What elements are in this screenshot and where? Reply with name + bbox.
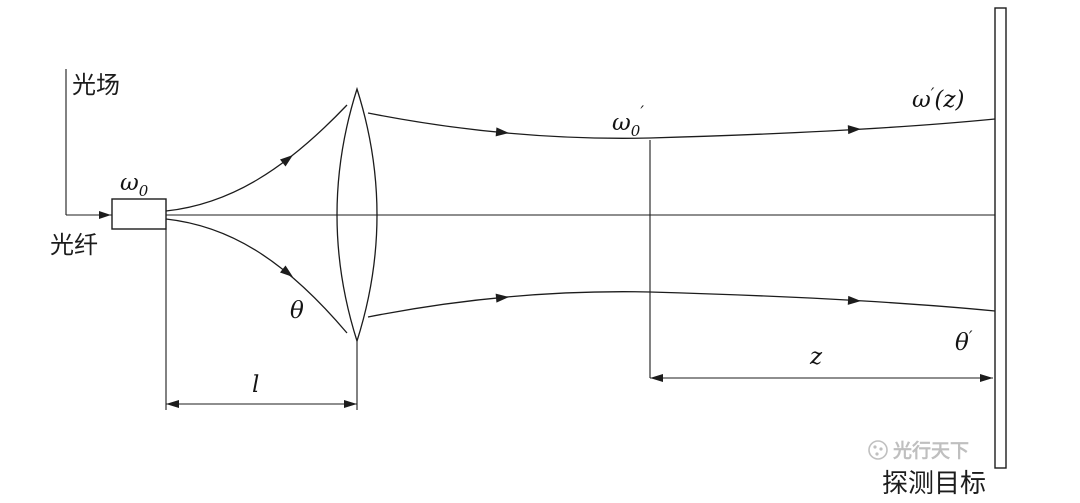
target-label: 探测目标 [882, 469, 986, 499]
fiber-waist-label: ω0 [120, 170, 149, 200]
target-divergence-label: θ′ [955, 327, 973, 356]
ray-arrowhead [495, 293, 509, 303]
collimated-waist-label: ω0′ [612, 102, 644, 140]
z-arrowhead-left [650, 374, 663, 382]
watermark-logo-icon [868, 440, 888, 460]
watermark-text: 光行天下 [892, 439, 969, 462]
l-label: l [252, 372, 259, 398]
l-arrowhead-left [166, 400, 179, 408]
ray-arrowhead [279, 155, 293, 167]
ray-lower-before-lens [165, 218, 348, 334]
ray-upper-after-lens [367, 112, 996, 139]
fiber-label: 光纤 [50, 231, 98, 259]
beam-radius-label: ω′(z) [912, 84, 964, 113]
ray-upper-before-lens [165, 104, 348, 212]
z-arrowhead-right [980, 374, 993, 382]
target-plane [994, 7, 1007, 469]
divergence-label: θ [290, 298, 304, 324]
fiber-box [111, 198, 167, 230]
ray-arrowhead [495, 127, 509, 137]
watermark: 光行天下 [868, 439, 969, 462]
ray-lower-after-lens [367, 291, 996, 318]
ray-arrowhead [847, 125, 861, 135]
ray-arrowhead [279, 265, 293, 277]
ray-arrowhead [847, 295, 861, 305]
axis-arrowhead [99, 211, 111, 219]
l-arrowhead-right [344, 400, 357, 408]
z-label: z [809, 344, 823, 370]
light-field-label: 光场 [72, 71, 120, 99]
